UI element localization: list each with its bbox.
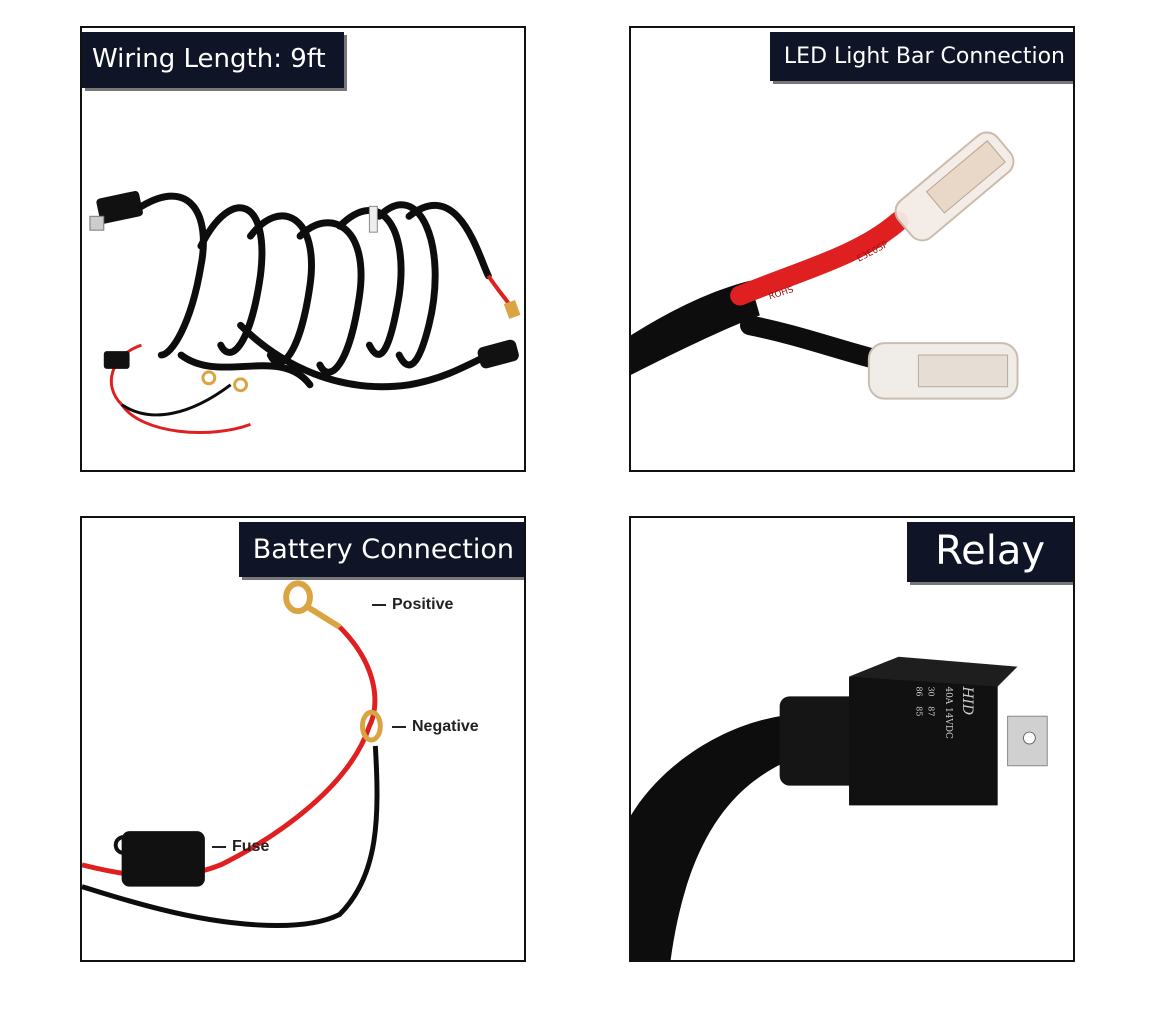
callout-positive: Positive	[372, 596, 453, 614]
label-positive: Positive	[392, 596, 454, 613]
relay-pin-85: 85	[914, 706, 923, 716]
led-connection-title: LED Light Bar Connection	[783, 44, 1065, 69]
battery-connection-banner: Battery Connection	[238, 522, 524, 577]
panel-relay: Relay HID 40A 14VDC 30 87 86 85	[629, 516, 1075, 962]
battery-leads-image	[82, 580, 383, 928]
relay-banner: Relay	[907, 522, 1073, 582]
label-fuse: Fuse	[232, 838, 270, 855]
battery-connection-title: Battery Connection	[252, 534, 514, 565]
callout-negative: Negative	[392, 718, 479, 736]
relay-image: HID 40A 14VDC 30 87 86 85	[631, 656, 1048, 960]
callout-negative-dash	[392, 725, 406, 728]
wiring-length-banner: Wiring Length: 9ft	[82, 32, 344, 88]
relay-pin-87: 87	[926, 706, 935, 716]
callout-fuse-dash	[212, 845, 226, 848]
led-connectors-image: ROHS E3E0SP	[631, 131, 1019, 400]
relay-pin-30: 30	[926, 686, 935, 696]
panel-wiring-length: Wiring Length: 9ft	[80, 26, 526, 472]
label-negative: Negative	[412, 718, 479, 735]
relay-title: Relay	[935, 528, 1045, 574]
wiring-length-title: Wiring Length: 9ft	[92, 44, 326, 74]
relay-brand: HID	[959, 685, 975, 715]
callout-positive-dash	[372, 603, 386, 606]
callout-fuse: Fuse	[212, 838, 269, 856]
panel-led-light-bar: LED Light Bar Connection ROHS E3E0SP	[629, 26, 1075, 472]
relay-rating: 40A 14VDC	[943, 686, 953, 739]
led-connection-banner: LED Light Bar Connection	[769, 32, 1073, 81]
wiring-harness-image	[89, 190, 521, 434]
panel-battery-connection: Battery Connection Positive Negative Fus…	[80, 516, 526, 962]
relay-pin-86: 86	[914, 686, 923, 696]
